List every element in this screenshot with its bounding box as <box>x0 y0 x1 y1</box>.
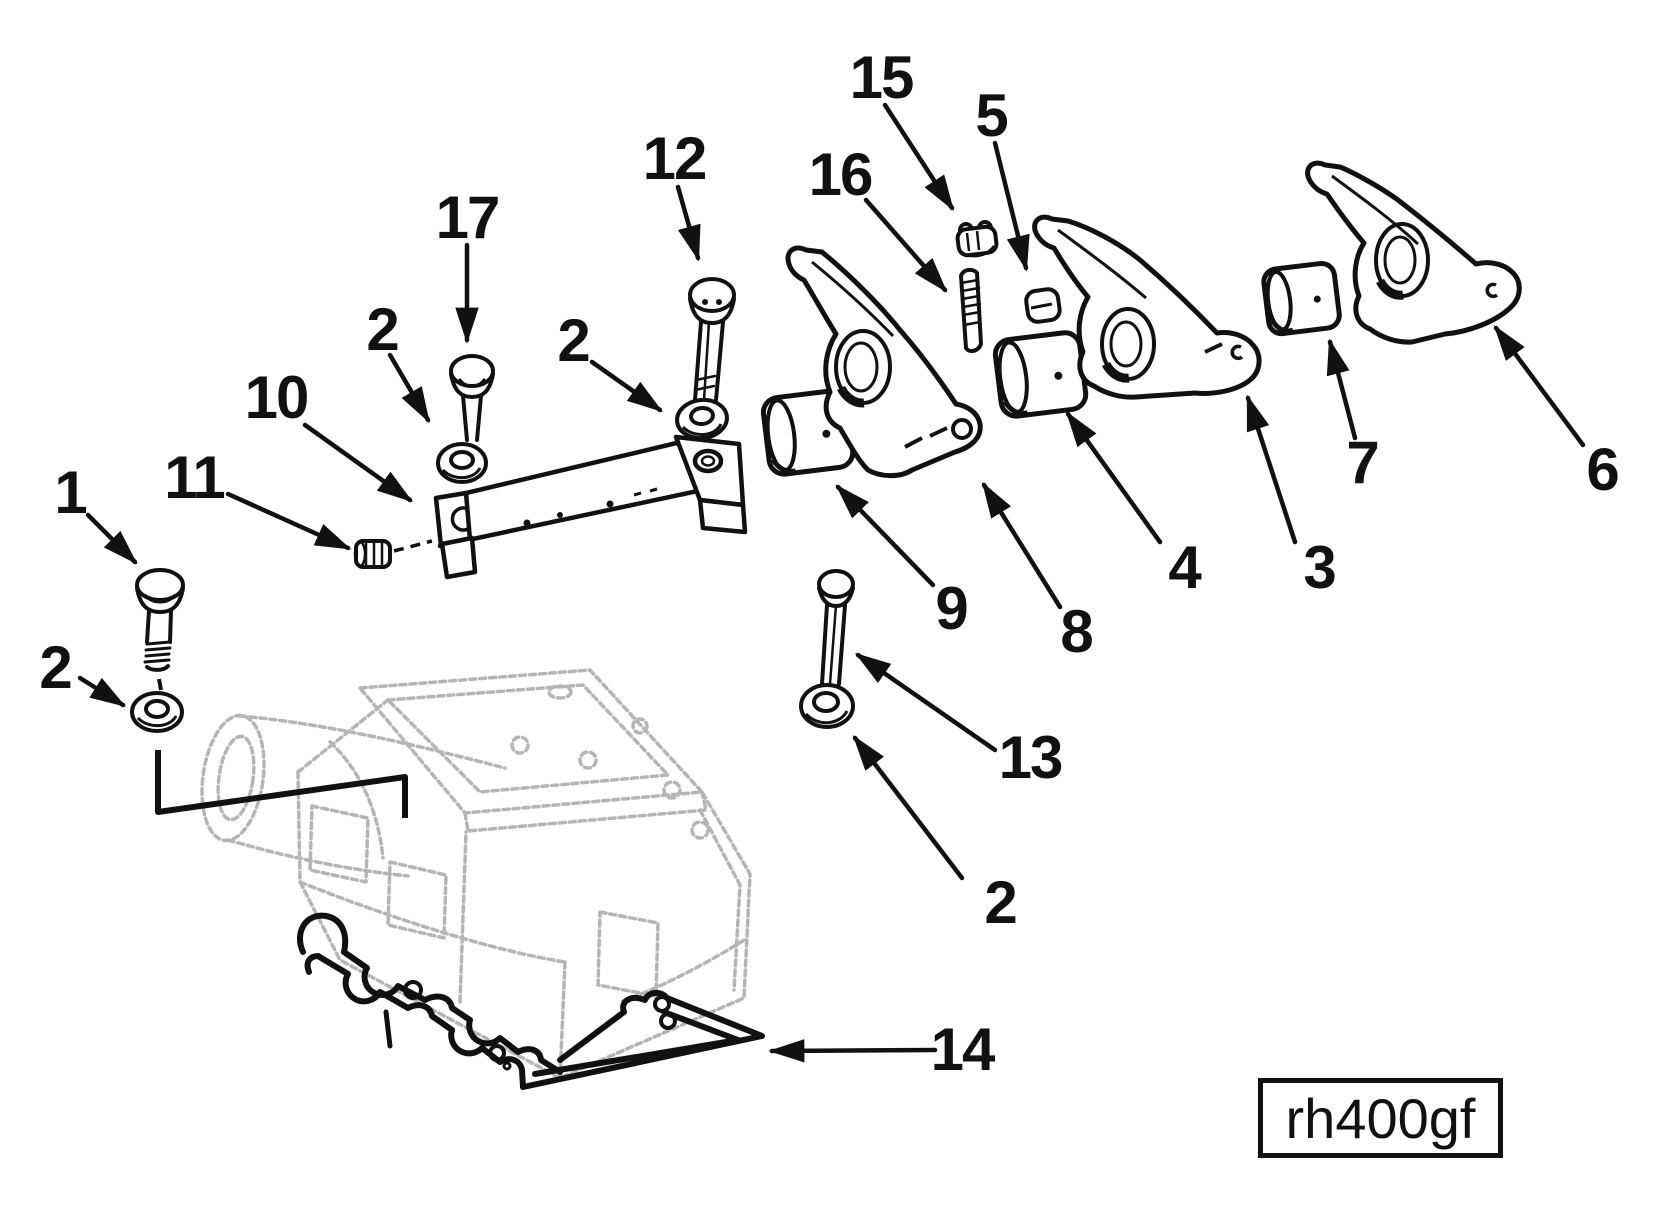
rocker-lever-3-drawing <box>1032 214 1262 400</box>
callout-label-12-7: 12 <box>642 125 708 192</box>
callout-label-5-10: 5 <box>975 82 1008 149</box>
callout-arrow-6 <box>1493 325 1586 448</box>
bolt-1-drawing <box>135 568 185 672</box>
washer-2-leader-line <box>155 750 408 818</box>
callout-label-6-18: 6 <box>1586 436 1619 503</box>
rocker-lever-6-drawing <box>1305 160 1522 345</box>
callout-label-4-15: 4 <box>1168 534 1201 601</box>
callout-label-10-3: 10 <box>244 364 310 431</box>
callout-arrow-8 <box>981 481 1063 610</box>
stud-16-drawing <box>958 267 984 354</box>
callout-label-11-2: 11 <box>164 444 225 511</box>
callout-arrow-16 <box>863 197 948 293</box>
gasket-drawing <box>296 912 765 1090</box>
callout-label-2-4: 2 <box>366 296 399 363</box>
bushing-7-drawing <box>1261 260 1342 337</box>
bolt-12-drawing <box>688 277 736 402</box>
callout-arrow-2-left <box>77 675 127 708</box>
callout-label-2-14: 2 <box>984 869 1017 936</box>
callout-label-1-0: 1 <box>54 459 87 526</box>
callout-label-2-1: 2 <box>39 634 72 701</box>
callout-arrow-15 <box>882 102 955 212</box>
callout-arrow-1 <box>85 512 138 565</box>
rocker-lever-8-drawing <box>785 245 983 479</box>
callout-label-3-16: 3 <box>1303 534 1336 601</box>
pin-5-drawing <box>1024 287 1062 324</box>
callout-label-2-6: 2 <box>557 307 590 374</box>
callout-arrow-3 <box>1245 394 1298 545</box>
callout-arrow-5 <box>992 140 1030 272</box>
callout-arrow-2c <box>852 735 965 881</box>
callout-arrow-7 <box>1326 338 1358 441</box>
nut-11-drawing <box>353 539 433 569</box>
washer-2-under-12-drawing <box>675 397 729 441</box>
washer-2-left-drawing <box>130 678 184 733</box>
bolt-13-drawing <box>817 569 855 686</box>
callout-label-17-5: 17 <box>435 184 501 251</box>
callout-arrow-11 <box>225 491 352 551</box>
washer-2-under-17-drawing <box>436 442 488 484</box>
callout-label-14-19: 14 <box>930 1016 996 1083</box>
callout-arrow-13 <box>855 652 998 753</box>
callout-arrow-10 <box>302 422 413 503</box>
callout-label-13-13: 13 <box>998 724 1064 791</box>
callout-arrow-2b <box>589 359 663 413</box>
washer-2-under-13-drawing <box>799 683 855 729</box>
rocker-shaft-10-drawing <box>433 434 748 580</box>
callout-arrow-4 <box>1065 411 1163 545</box>
figure-code-box: rh400gf <box>1258 1078 1503 1158</box>
bushing-4-drawing <box>992 330 1089 419</box>
callout-label-15-9: 15 <box>849 44 915 111</box>
callout-label-16-8: 16 <box>808 141 874 208</box>
cylinder-head-housing-screened <box>200 668 752 1080</box>
bolt-17-drawing <box>449 354 495 442</box>
figure-code-text: rh400gf <box>1285 1086 1476 1150</box>
callout-label-8-12: 8 <box>1060 598 1093 665</box>
callout-arrow-2a <box>387 352 431 424</box>
callout-arrow-12 <box>675 184 701 262</box>
callout-label-9-11: 9 <box>935 575 968 642</box>
nut-15-drawing <box>955 220 999 258</box>
callout-arrow-9 <box>835 484 936 588</box>
callout-label-7-17: 7 <box>1346 429 1379 496</box>
callout-arrows <box>77 102 1586 1063</box>
callout-arrow-14 <box>768 1039 938 1063</box>
